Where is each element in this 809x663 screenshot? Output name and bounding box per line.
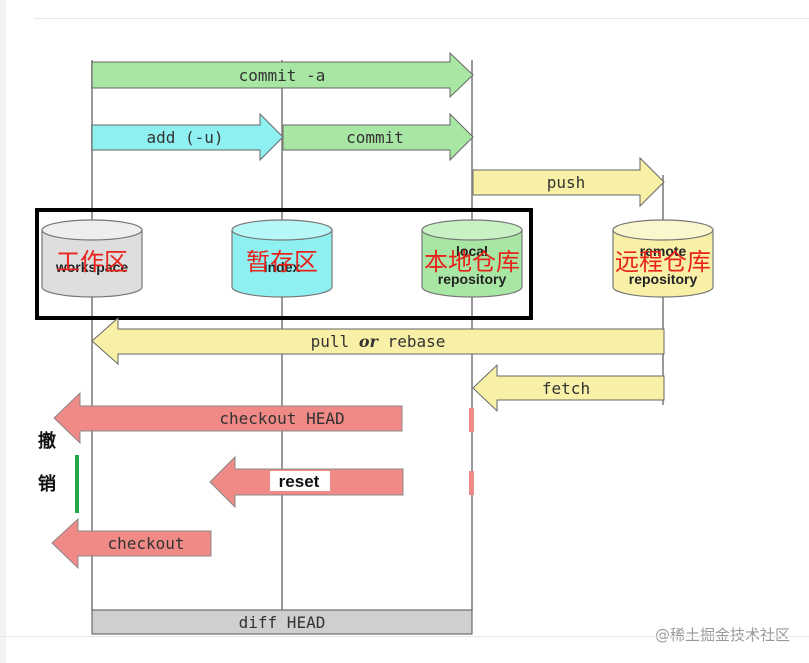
workspace-store: workspace xyxy=(41,219,143,298)
checkout-arrow: checkout xyxy=(51,517,212,570)
workspace-label: workspace xyxy=(55,259,129,275)
or-word: or xyxy=(359,332,380,351)
remote-repository-label: repository xyxy=(629,271,698,287)
index-label: index xyxy=(264,259,301,275)
local-repository-label: repository xyxy=(438,271,507,287)
reset-label-bg xyxy=(270,471,330,491)
remote-cn-label: 远程仓库 xyxy=(615,248,711,276)
local-label: local xyxy=(456,243,488,259)
fetch-label: fetch xyxy=(542,379,590,398)
checkout-head-tail xyxy=(469,408,474,432)
local-stores-frame xyxy=(35,208,533,320)
local-cn-label: 本地仓库 xyxy=(424,248,520,276)
pull-rebase-label: pull or rebase xyxy=(311,332,446,351)
reset-tail xyxy=(469,471,474,495)
commit-arrow: commit xyxy=(282,112,474,162)
checkout-head-label: checkout HEAD xyxy=(219,409,344,428)
undo-char-1: 撤 xyxy=(38,430,56,452)
fetch-arrow: fetch xyxy=(472,363,665,413)
index-cn-label: 暂存区 xyxy=(246,248,318,276)
top-divider xyxy=(34,18,809,19)
remote-label: remote xyxy=(640,243,687,259)
index-store: index xyxy=(231,219,333,298)
commit-a-arrow: commit -a xyxy=(91,51,474,99)
reset-label: reset xyxy=(279,472,320,491)
rebase-word: rebase xyxy=(378,332,445,351)
push-label: push xyxy=(547,173,586,192)
add-arrow: add (-u) xyxy=(91,112,284,162)
local-repository-store: local repository xyxy=(421,219,523,298)
reset-arrow: reset xyxy=(209,455,474,509)
undo-char-2: 销 xyxy=(38,473,56,495)
diff-head-bar: diff HEAD xyxy=(91,609,473,635)
pull-rebase-arrow: pull or rebase xyxy=(91,316,665,366)
add-label: add (-u) xyxy=(146,128,223,147)
checkout-label: checkout xyxy=(107,534,184,553)
checkout-head-arrow: checkout HEAD xyxy=(53,391,474,445)
pull-word: pull xyxy=(311,332,359,351)
watermark-text: @稀土掘金技术社区 xyxy=(655,626,790,644)
diff-head-label: diff HEAD xyxy=(239,613,326,632)
remote-repository-store: remote repository xyxy=(612,219,714,298)
push-arrow: push xyxy=(472,156,665,208)
commit-a-label: commit -a xyxy=(239,66,326,85)
left-margin-shade xyxy=(0,0,6,663)
undo-green-bar xyxy=(75,455,79,513)
bottom-divider xyxy=(0,636,809,637)
workspace-cn-label: 工作区 xyxy=(56,248,128,276)
commit-label: commit xyxy=(346,128,404,147)
